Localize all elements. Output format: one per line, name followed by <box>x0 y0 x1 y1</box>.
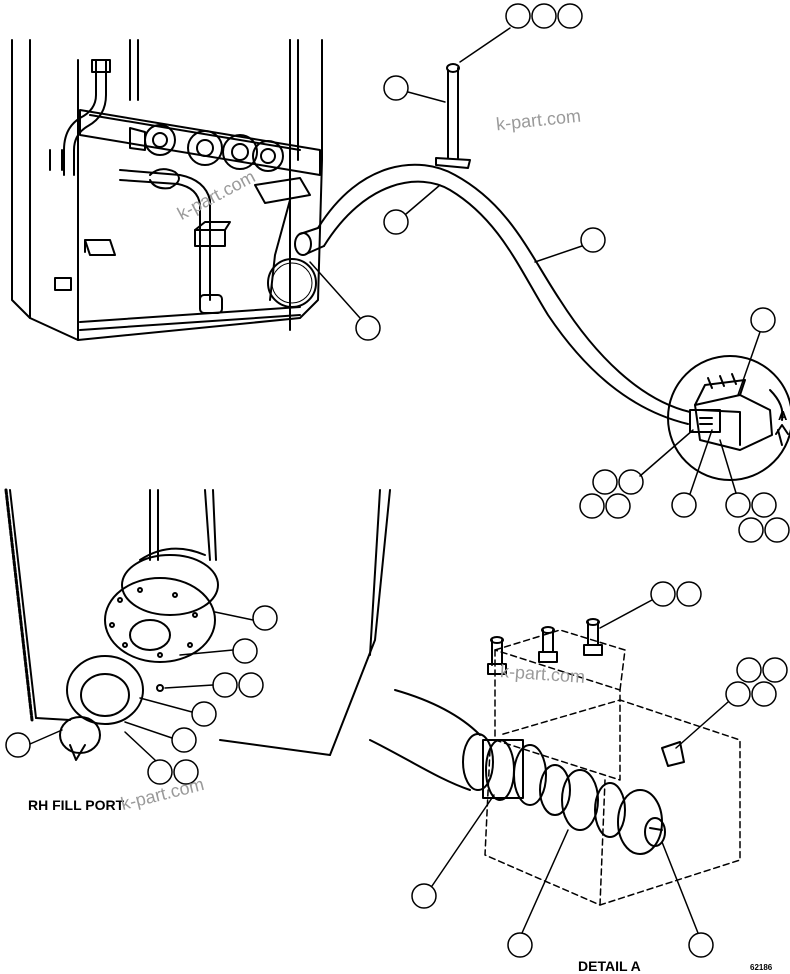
detail-a-view <box>369 618 741 906</box>
valve-bank <box>129 124 284 190</box>
callout-bubbles <box>5 3 790 958</box>
figure-number-label: 62186 <box>750 963 773 972</box>
tank-frame-assembly <box>11 39 325 341</box>
fill-hose <box>317 163 691 425</box>
breather-tube <box>435 63 471 169</box>
rh-fill-port-label: RH FILL PORT <box>28 797 125 813</box>
view-arrow-a-label: A <box>778 408 788 423</box>
detail-a-label: DETAIL A <box>578 958 641 974</box>
detail-a-callout <box>667 355 790 481</box>
rh-fill-port-view <box>4 488 391 761</box>
